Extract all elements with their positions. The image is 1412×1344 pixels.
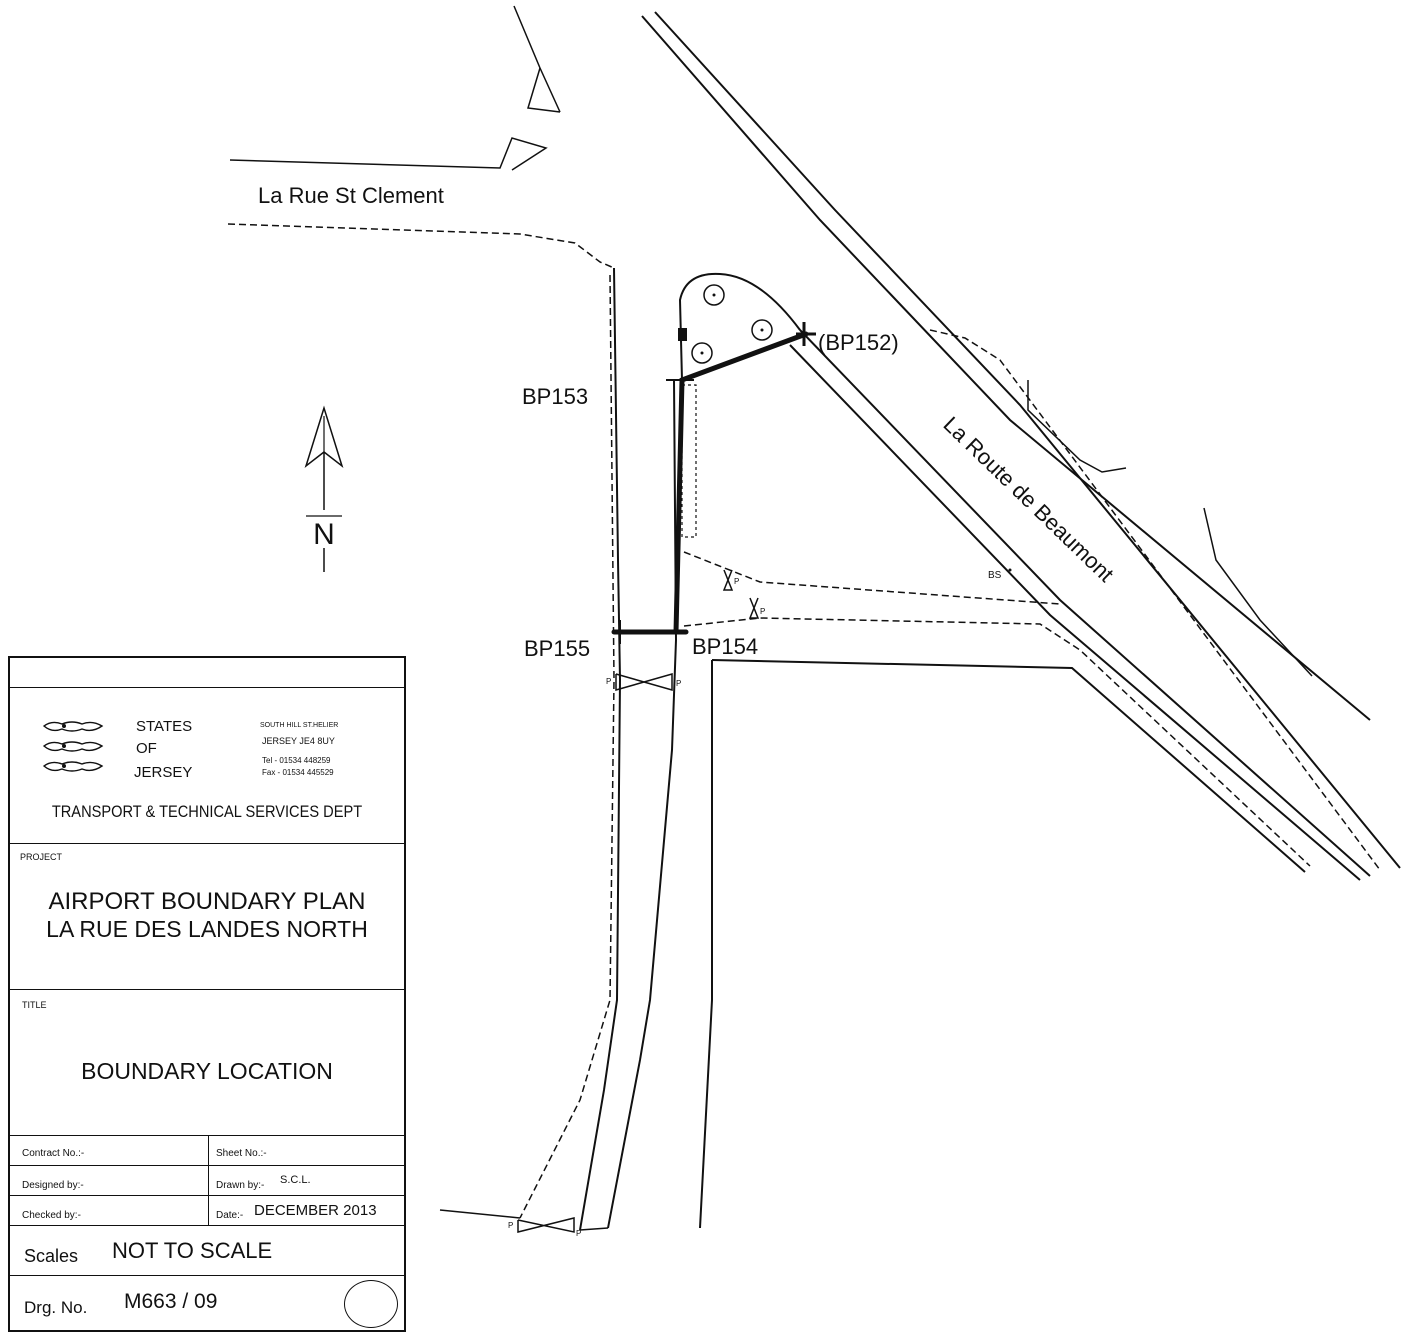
department-name: TRANSPORT & TECHNICAL SERVICES DEPT xyxy=(51,802,363,821)
designed-label: Designed by:- xyxy=(22,1180,84,1191)
revision-circle xyxy=(344,1280,398,1328)
post-marker: P xyxy=(508,1221,513,1230)
bp154-label: BP154 xyxy=(692,634,758,659)
north-arrow-icon: N xyxy=(304,405,344,572)
date-label: Date:- xyxy=(216,1210,244,1221)
project-panel: PROJECT AIRPORT BOUNDARY PLAN LA RUE DES… xyxy=(10,844,404,990)
org-line-3: JERSEY xyxy=(134,764,193,781)
designed-row: Designed by:- Drawn by:- S.C.L. xyxy=(10,1166,404,1196)
bp155-label: BP155 xyxy=(524,636,590,661)
rue-des-landes-road xyxy=(439,267,678,1231)
post-marker: P xyxy=(676,679,681,688)
route-de-beaumont-road xyxy=(641,11,1401,881)
table-divider xyxy=(208,1136,209,1226)
airport-boundary-line xyxy=(611,322,816,644)
organisation-panel: STATES OF JERSEY SOUTH HILL ST.HELIER JE… xyxy=(10,688,404,844)
drg-value: M663 / 09 xyxy=(124,1290,218,1313)
drawing-title: BOUNDARY LOCATION xyxy=(81,1058,333,1084)
street-label-rue-st-clement: La Rue St Clement xyxy=(258,183,444,208)
contract-label: Contract No.:- xyxy=(22,1148,85,1159)
bp153-label: BP153 xyxy=(522,384,588,409)
title-panel: TITLE BOUNDARY LOCATION xyxy=(10,990,404,1136)
drg-label: Drg. No. xyxy=(24,1298,88,1317)
project-label: PROJECT xyxy=(20,852,63,862)
scales-label: Scales xyxy=(24,1246,79,1266)
post-marker: P xyxy=(606,677,611,686)
org-tel: Tel - 01534 448259 xyxy=(262,756,331,765)
org-fax: Fax - 01534 445529 xyxy=(262,768,334,777)
scales-row: Scales NOT TO SCALE xyxy=(10,1226,404,1276)
drawing-number-row: Drg. No. M663 / 09 xyxy=(10,1276,404,1332)
title-block: STATES OF JERSEY SOUTH HILL ST.HELIER JE… xyxy=(8,656,406,1332)
project-title-line-1: AIRPORT BOUNDARY PLAN xyxy=(48,888,366,915)
date-value: DECEMBER 2013 xyxy=(254,1202,377,1219)
northwest-kerbs xyxy=(227,5,615,269)
jersey-leopard-icon xyxy=(42,761,104,772)
jersey-leopard-icon xyxy=(42,721,104,732)
north-label: N xyxy=(313,518,335,551)
side-road-east xyxy=(683,551,1311,1229)
contract-row: Contract No.:- Sheet No.:- xyxy=(10,1136,404,1166)
gate-markers xyxy=(517,569,760,1233)
title-block-header-strip xyxy=(10,658,404,688)
post-marker: P xyxy=(734,577,739,586)
post-marker: P xyxy=(760,607,765,616)
checked-label: Checked by:- xyxy=(22,1210,81,1221)
org-address-2: JERSEY JE4 8UY xyxy=(262,736,335,746)
org-line-1: STATES xyxy=(136,718,193,735)
org-address-1: SOUTH HILL ST.HELIER xyxy=(260,722,339,729)
scales-value: NOT TO SCALE xyxy=(112,1238,273,1263)
org-line-2: OF xyxy=(136,740,157,757)
project-title-line-2: LA RUE DES LANDES NORTH xyxy=(46,916,368,942)
checked-row: Checked by:- Date:- DECEMBER 2013 xyxy=(10,1196,404,1226)
bus-stop-label: BS xyxy=(988,570,1002,581)
drawn-label: Drawn by:- xyxy=(216,1180,265,1191)
jersey-leopard-icon xyxy=(42,741,104,752)
post-marker: P xyxy=(576,1229,581,1238)
title-label: TITLE xyxy=(22,1000,47,1010)
bp152-label: (BP152) xyxy=(818,330,899,355)
drawn-value: S.C.L. xyxy=(280,1174,311,1186)
sheet-label: Sheet No.:- xyxy=(216,1148,267,1159)
street-label-route-de-beaumont: La Route de Beaumont xyxy=(939,412,1119,587)
triangle-island xyxy=(678,272,801,538)
